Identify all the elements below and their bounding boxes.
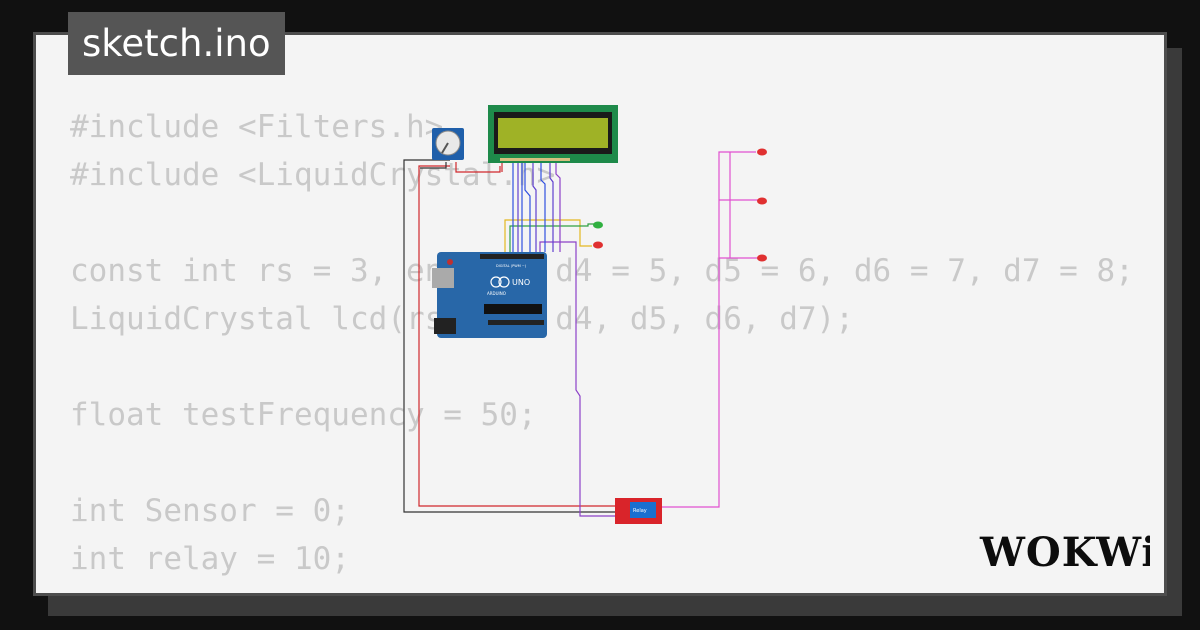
code-line: #include <LiquidCrystal.h> [70,157,556,193]
wokwi-logo-text: WOKWi [979,529,1150,576]
code-line: int yellow = 12; [70,583,1134,593]
code-line: float testFrequency = 50; [70,397,537,433]
wire-gnd-black [403,159,616,513]
arduino-uno-board[interactable]: UNO ARDUINO DIGITAL (PWM ~) [432,252,547,338]
board-label: ARDUINO [487,291,506,296]
wire-pot-black [420,162,447,169]
wires [403,151,758,517]
led-green[interactable] [593,221,603,229]
led-red-4[interactable] [593,241,603,249]
wire-relay-magenta [662,151,756,508]
wire-lcd-5 [540,160,546,252]
wire-lcd-3 [524,160,531,252]
lcd-display[interactable] [488,105,618,163]
wire-lcd-7 [555,160,561,252]
code-line: int Sensor = 0; [70,493,350,529]
board-brand: UNO [512,278,530,287]
wire-pot-red [455,162,501,173]
potentiometer[interactable] [432,128,464,160]
wire-lcd-4 [532,160,537,252]
led-red-2[interactable] [757,197,767,205]
wokwi-logo: WOKWi [979,529,1150,576]
led-red-1[interactable] [757,148,767,156]
wire-green [509,223,594,252]
code-background: #include <Filters.h> #include <LiquidCrys… [70,103,1134,593]
relay-label: Relay [633,508,647,514]
board-digital-label: DIGITAL (PWM ~) [496,264,527,268]
file-tab-label: sketch.ino [82,22,271,65]
file-tab[interactable]: sketch.ino [68,12,285,75]
wire-relay-purple [539,241,616,517]
wire-yellow [504,219,592,252]
leds [593,148,767,262]
relay-module[interactable]: Relay [615,498,662,524]
led-red-3[interactable] [757,254,767,262]
wire-vcc-red [418,165,616,507]
code-line: #include <Filters.h> [70,109,444,145]
wire-lcd-6 [549,160,554,252]
code-line: int relay = 10; [70,541,350,577]
